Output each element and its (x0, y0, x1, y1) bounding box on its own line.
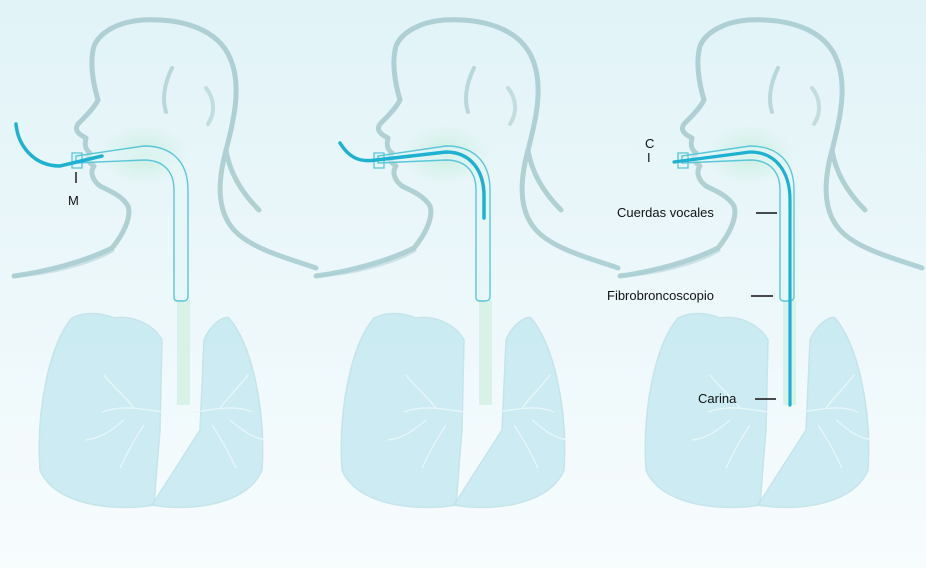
label-m: M (68, 193, 79, 208)
label-c: C (645, 136, 654, 151)
label-fibrobroncoscopio: Fibrobroncoscopio (607, 288, 714, 303)
label-carina: Carina (698, 391, 737, 406)
label-i: I (647, 150, 651, 165)
label-cuerdas-vocales: Cuerdas vocales (617, 205, 714, 220)
